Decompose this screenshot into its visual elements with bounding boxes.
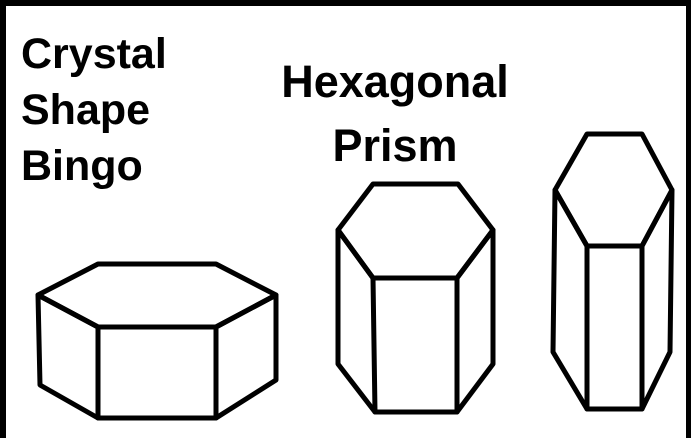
title-line-3: Bingo	[21, 142, 143, 190]
short-prism-top-face	[35, 261, 279, 330]
shape-name-line-1: Hexagonal	[281, 56, 509, 107]
medium-prism-side-outline	[335, 227, 496, 415]
tall-prism-side-outline	[550, 187, 675, 412]
shape-name-line-2: Prism	[332, 120, 458, 171]
title-line-1: Crystal	[21, 30, 167, 78]
medium-prism-front-left-edge	[370, 275, 378, 415]
tall-hexagonal-prism	[550, 131, 675, 412]
title-line-2: Shape	[21, 86, 151, 134]
tall-prism-top-face	[552, 131, 675, 249]
card-title: Crystal Shape Bingo	[21, 26, 167, 194]
short-prism-side-outline	[35, 292, 279, 421]
short-hexagonal-prism	[35, 261, 279, 421]
shape-name: Hexagonal Prism	[245, 50, 545, 178]
medium-hexagonal-prism	[335, 181, 496, 415]
